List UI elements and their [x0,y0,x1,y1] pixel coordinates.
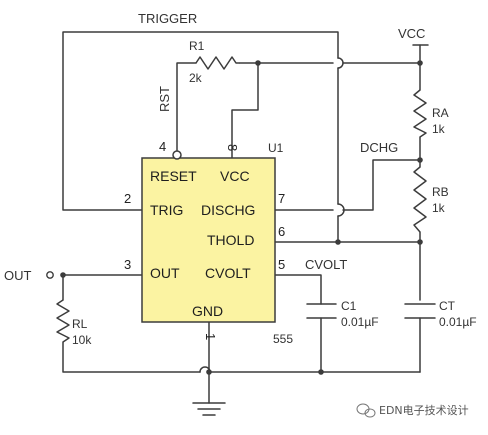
chip-pin-thold: THOLD [207,232,254,248]
pin-number-6: 6 [278,224,285,239]
rb-value: 1k [432,201,446,215]
pin-number-1: 1 [203,333,218,340]
trigger-wire [62,31,339,211]
junction-dot [60,272,66,278]
pin8-wire [231,62,259,159]
pin-number-7: 7 [278,191,285,206]
rst-wire [176,62,197,152]
ra-resistor [413,89,427,138]
junction-dot [335,239,341,245]
rl-value: 10k [72,333,92,347]
junction-dot [318,369,324,375]
watermark-text: EDN电子技术设计 [379,404,469,417]
chip-pin-reset: RESET [150,168,197,184]
ct-capacitor [404,303,436,319]
rl-resistor [56,299,70,343]
part-number-label: 555 [273,332,293,346]
ra-value: 1k [432,122,446,136]
c1-capacitor [306,303,337,319]
reset-inversion-bubble [172,150,182,160]
ra-label: RA [432,106,449,120]
chip-pin-dischg: DISCHG [201,202,255,218]
dischg-wire-b [342,159,421,211]
pin-number-5: 5 [278,257,285,272]
r1-resistor [195,56,240,70]
out-label: OUT [4,268,32,283]
rl-label: RL [72,317,88,331]
u1-label: U1 [268,141,284,155]
wechat-icon [356,403,376,418]
ic-555-body [141,157,276,323]
rb-label: RB [432,185,449,199]
rst-label: RST [157,86,172,112]
r1-label: R1 [189,39,205,53]
junction-dot [255,60,261,66]
vcc-label: VCC [398,26,425,41]
rl-bottom-wire [62,341,201,373]
pin-number-2: 2 [124,191,131,206]
junction-dot [206,369,212,375]
c1-value: 0.01µF [341,315,379,329]
pin-number-3: 3 [124,257,131,272]
junctions [60,60,423,375]
ground-icon [192,402,226,416]
r1-value: 2k [189,71,203,85]
pin-number-4: 4 [159,139,166,154]
c1-label: C1 [341,299,357,313]
chip-pin-out: OUT [150,265,180,281]
rb-resistor [413,166,427,233]
cvolt-label: CVOLT [305,257,347,272]
chip-pin-gnd: GND [192,303,223,319]
junction-dot [417,60,423,66]
pin-number-8: 8 [225,144,240,151]
cvolt-wire [274,274,322,305]
chip-pin-vcc: VCC [220,168,250,184]
junction-dot [417,239,423,245]
junction-dot [417,157,423,163]
dchg-label: DCHG [360,140,398,155]
ct-value: 0.01µF [439,315,477,329]
ct-label: CT [439,299,456,313]
chip-pin-cvolt: CVOLT [205,265,251,281]
out-terminal-icon [46,271,54,279]
trigger-label: TRIGGER [138,11,197,26]
chip-pin-trig: TRIG [150,202,183,218]
